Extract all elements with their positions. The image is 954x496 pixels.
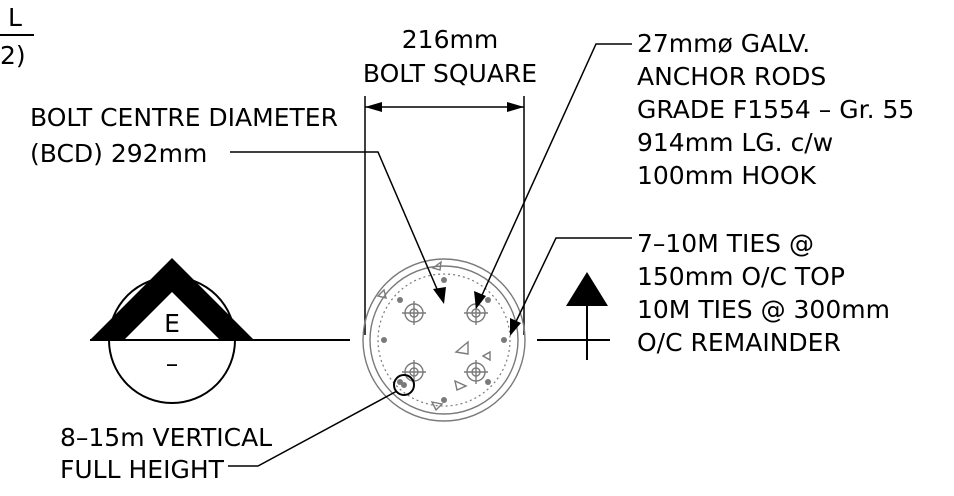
vertical-bar-highlight	[393, 374, 415, 396]
vertical-leader	[228, 390, 398, 467]
vertical-bar	[441, 397, 447, 403]
section-arrow-right	[537, 272, 610, 360]
vertical-bar	[381, 337, 387, 343]
pier-outer-circle	[362, 258, 526, 422]
ties-line1: 7–10M TIES @	[637, 229, 814, 258]
ties-leader-arrow	[510, 318, 521, 336]
ties-line3: 10M TIES @ 300mm	[637, 295, 890, 324]
pier-plan	[362, 258, 526, 422]
anchor-rods-leader	[477, 43, 632, 305]
bcd-leader-arrow	[433, 287, 446, 304]
bcd-leader	[230, 151, 441, 297]
anchor-rod	[464, 360, 488, 384]
marker-triangle	[454, 340, 469, 355]
anchor-rods-line5: 100mm HOOK	[637, 161, 817, 190]
vertical-bar	[441, 277, 447, 283]
section-marker-sub: –	[166, 349, 179, 378]
anchor-rods-callout: 27mmø GALV. ANCHOR RODS GRADE F1554 – Gr…	[474, 29, 914, 309]
vertical-line1: 8–15m VERTICAL	[60, 423, 272, 452]
vertical-bar	[485, 379, 491, 385]
vertical-bars-callout: 8–15m VERTICAL FULL HEIGHT	[60, 390, 398, 484]
section-arrow-head	[566, 272, 608, 306]
anchor-rods-line4: 914mm LG. c/w	[637, 128, 833, 157]
marker-triangle	[481, 350, 491, 362]
bcd-label-line1: BOLT CENTRE DIAMETER	[30, 103, 338, 132]
anchor-rod	[402, 301, 426, 325]
dimension-label: BOLT SQUARE	[363, 59, 537, 88]
ties-callout: 7–10M TIES @ 150mm O/C TOP 10M TIES @ 30…	[510, 229, 890, 357]
anchor-rods-line3: GRADE F1554 – Gr. 55	[637, 95, 914, 124]
dimension-arrow-right	[507, 102, 524, 112]
vertical-bar	[485, 297, 491, 303]
tie-circle	[377, 273, 511, 407]
pier-inner-circle	[369, 265, 519, 415]
bcd-label-line2: (BCD) 292mm	[30, 139, 207, 168]
ties-line4: O/C REMAINDER	[637, 328, 841, 357]
bolt-square-dimension: 216mm BOLT SQUARE	[363, 25, 537, 335]
section-marker: E –	[90, 258, 350, 404]
anchor-rod	[402, 360, 426, 384]
marker-triangle	[431, 260, 442, 271]
marker-triangle	[376, 288, 387, 299]
vertical-bar	[401, 382, 407, 388]
marker-triangle	[454, 379, 468, 391]
anchor-rods-line2: ANCHOR RODS	[637, 62, 826, 91]
section-marker-arrow-head	[90, 258, 254, 340]
corner-title-letter: L	[8, 3, 22, 32]
anchor-rods-line1: 27mmø GALV.	[637, 29, 810, 58]
bcd-callout: BOLT CENTRE DIAMETER (BCD) 292mm	[30, 103, 446, 304]
corner-title: L 2)	[0, 3, 34, 70]
section-marker-letter: E	[164, 309, 180, 338]
vertical-line2: FULL HEIGHT	[60, 455, 225, 484]
vertical-bar	[397, 297, 403, 303]
dimension-arrow-left	[365, 102, 382, 112]
vertical-bar	[501, 337, 507, 343]
anchor-rods-leader-arrow	[474, 291, 486, 309]
marker-triangle	[430, 401, 444, 412]
ties-leader	[511, 237, 632, 331]
corner-title-ref: 2)	[0, 41, 26, 70]
dimension-value: 216mm	[402, 25, 498, 54]
ties-line2: 150mm O/C TOP	[637, 262, 845, 291]
